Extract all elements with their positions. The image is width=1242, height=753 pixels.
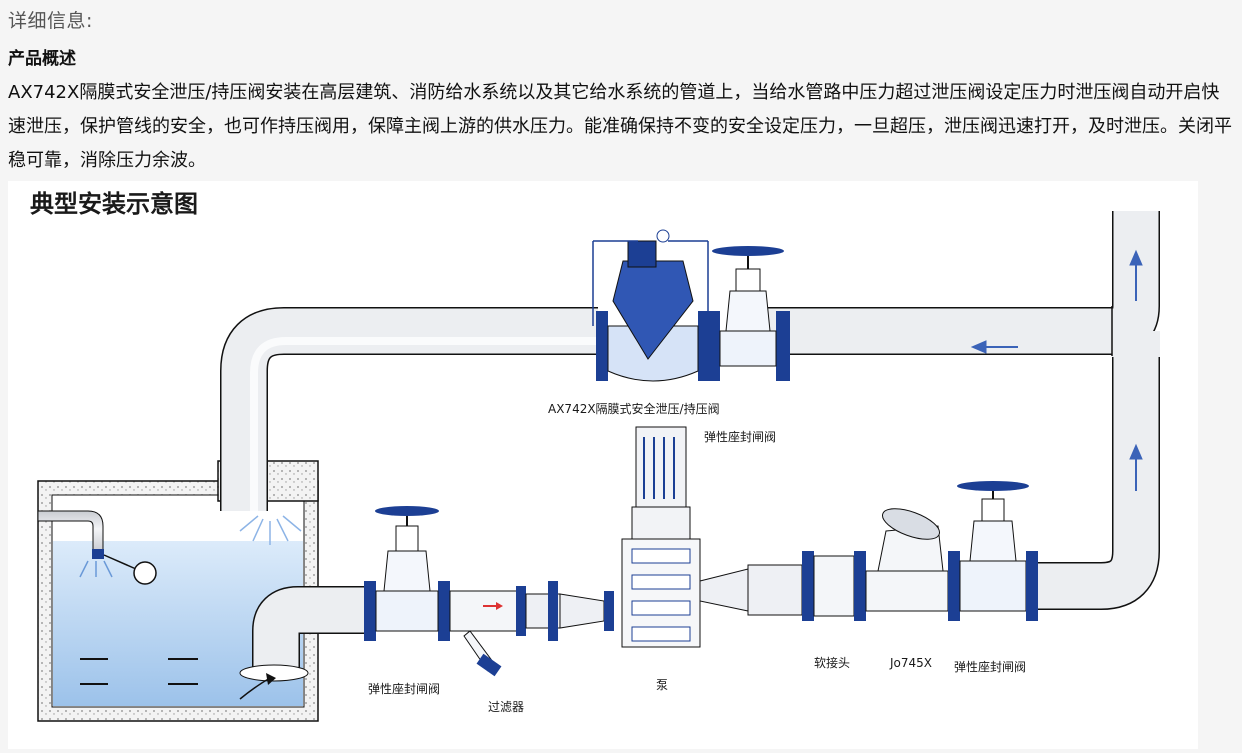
gate-valve-right (957, 481, 1038, 621)
label-pump: 泵 (656, 678, 668, 692)
product-overview-title: 产品概述 (8, 49, 76, 69)
label-gate-valve-top: 弹性座封闸阀 (704, 429, 776, 444)
details-heading: 详细信息: (8, 10, 93, 32)
label-check-valve: Jo745X (889, 656, 932, 670)
relief-valve (592, 229, 710, 382)
gate-valve-top (706, 246, 790, 381)
strainer (449, 586, 526, 677)
pump (621, 426, 701, 648)
label-gate-valve-right: 弹性座封闸阀 (954, 659, 1026, 674)
label-relief-valve: AX742X隔膜式安全泄压/持压阀 (548, 401, 720, 416)
installation-diagram: 典型安装示意图 (8, 181, 1198, 749)
check-valve (854, 508, 960, 621)
gate-valve-left (364, 506, 450, 641)
flex-joint (699, 551, 855, 621)
product-description: AX742X隔膜式安全泄压/持压阀安装在高层建筑、消防给水系统以及其它给水系统的… (8, 82, 1232, 171)
diagram-title: 典型安装示意图 (30, 190, 198, 218)
label-flex-joint: 软接头 (814, 655, 850, 670)
label-strainer: 过滤器 (488, 700, 524, 714)
pump-inlet (525, 581, 614, 641)
spray-icon (239, 515, 302, 545)
label-gate-valve-left: 弹性座封闸阀 (368, 681, 440, 696)
